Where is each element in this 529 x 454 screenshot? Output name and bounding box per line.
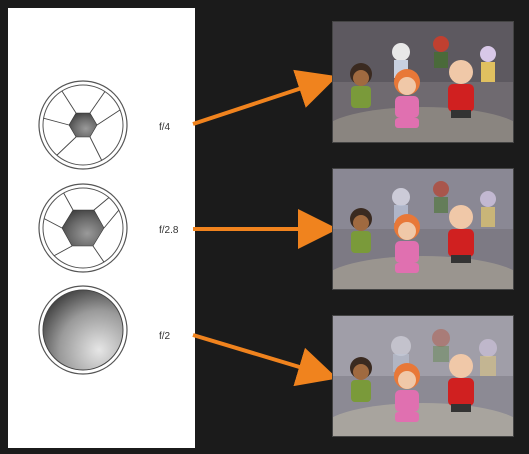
f-label-f4: f/4 [159, 122, 171, 133]
aperture-wide-open-icon [38, 285, 128, 375]
f-label-f2-8: f/2.8 [159, 225, 179, 236]
aperture-medium-opening-icon [38, 183, 128, 273]
arrow-f4 [192, 69, 338, 126]
aperture-small-opening-icon [38, 80, 128, 170]
toy-figures-photo-shallow-focus [332, 315, 514, 437]
f-label-f2: f/2 [159, 331, 171, 342]
toy-figures-photo-deep-focus [332, 21, 514, 143]
toy-figures-photo-medium-focus [332, 168, 514, 290]
arrow-f2 [192, 333, 338, 387]
